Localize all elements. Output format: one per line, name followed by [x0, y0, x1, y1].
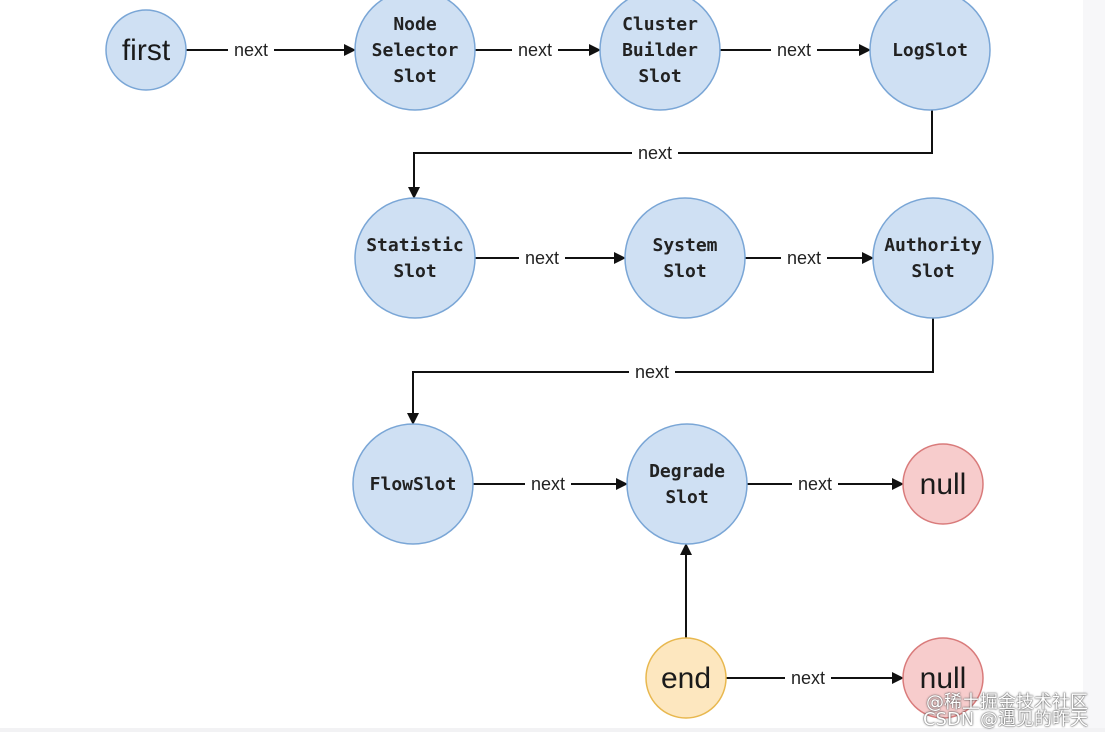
- node-circle: [902, 443, 984, 525]
- node-null-2: null: [902, 637, 984, 719]
- node-circle: [105, 9, 187, 91]
- edge-label-background: [632, 141, 678, 163]
- node-label: Degrade: [649, 461, 725, 482]
- node-circle: [645, 637, 727, 719]
- edge-degrade-slot-to-null-1: next: [747, 472, 904, 494]
- edge-node-selector-slot-to-cluster-builder-slot: next: [475, 38, 601, 60]
- edges-layer: next next next next next next next next next next: [186, 38, 934, 688]
- edge-end-to-null-2: next: [726, 666, 904, 688]
- node-first: first: [105, 9, 187, 91]
- edge-label-background: [792, 472, 838, 494]
- node-label: Slot: [393, 66, 436, 87]
- node-label: Slot: [638, 66, 681, 87]
- node-circle: [354, 0, 476, 111]
- watermark-juejin: @稀土掘金技术社区: [926, 692, 1088, 713]
- node-circle: [624, 197, 746, 319]
- node-label: Node: [393, 14, 437, 35]
- node-circle: [354, 197, 476, 319]
- node-label: Cluster: [622, 14, 698, 35]
- node-label: System: [652, 235, 717, 256]
- edge-label-background: [629, 360, 675, 382]
- edge-label-background: [512, 38, 558, 60]
- node-label: null: [920, 662, 967, 695]
- node-circle: [352, 423, 474, 545]
- node-circle: [872, 197, 994, 319]
- edge-first-to-node-selector-slot: next: [186, 38, 356, 60]
- edge-flow-slot-to-degrade-slot: next: [473, 472, 628, 494]
- node-label: FlowSlot: [370, 474, 457, 495]
- node-circle: [626, 423, 748, 545]
- edge-label: next: [234, 40, 268, 60]
- edge-label: next: [638, 143, 672, 163]
- node-circle: [869, 0, 991, 111]
- edge-label: next: [777, 40, 811, 60]
- node-label: Slot: [911, 261, 954, 282]
- node-null-1: null: [902, 443, 984, 525]
- node-label: Slot: [393, 261, 436, 282]
- node-label: LogSlot: [892, 40, 968, 61]
- edge-label-background: [771, 38, 817, 60]
- node-end: end: [645, 637, 727, 719]
- node-label: null: [920, 468, 967, 501]
- node-circle: [599, 0, 721, 111]
- node-label: Slot: [665, 487, 708, 508]
- edge-label: next: [798, 474, 832, 494]
- node-label: Slot: [663, 261, 706, 282]
- node-label: Authority: [884, 235, 982, 256]
- node-label: Builder: [622, 40, 698, 61]
- edge-label: next: [531, 474, 565, 494]
- edge-label: next: [787, 248, 821, 268]
- nodes-layer: firstNodeSelectorSlotClusterBuilderSlotL…: [105, 0, 994, 719]
- right-margin-strip: [1083, 0, 1105, 732]
- edge-label: next: [635, 362, 669, 382]
- node-circle: [902, 637, 984, 719]
- node-flow-slot: FlowSlot: [352, 423, 474, 545]
- edge-label: next: [525, 248, 559, 268]
- edge-system-slot-to-authority-slot: next: [745, 246, 874, 268]
- edge-label-background: [525, 472, 571, 494]
- node-label: Selector: [372, 40, 459, 61]
- edge-label-background: [228, 38, 274, 60]
- edge-cluster-builder-slot-to-log-slot: next: [720, 38, 871, 60]
- edge-label-background: [785, 666, 831, 688]
- edge-log-slot-to-statistic-slot: next: [408, 110, 933, 199]
- node-label: Statistic: [366, 235, 464, 256]
- bottom-margin-strip: [0, 728, 1105, 732]
- edge-statistic-slot-to-system-slot: next: [475, 246, 626, 268]
- node-log-slot: LogSlot: [869, 0, 991, 111]
- edge-label: next: [518, 40, 552, 60]
- node-label: first: [122, 34, 171, 67]
- edge-label-background: [519, 246, 565, 268]
- watermark-csdn: CSDN @遇见的昨天: [922, 709, 1088, 730]
- edge-authority-slot-to-flow-slot: next: [407, 318, 934, 425]
- edge-label: next: [791, 668, 825, 688]
- edge-label-background: [781, 246, 827, 268]
- node-label: end: [661, 662, 711, 695]
